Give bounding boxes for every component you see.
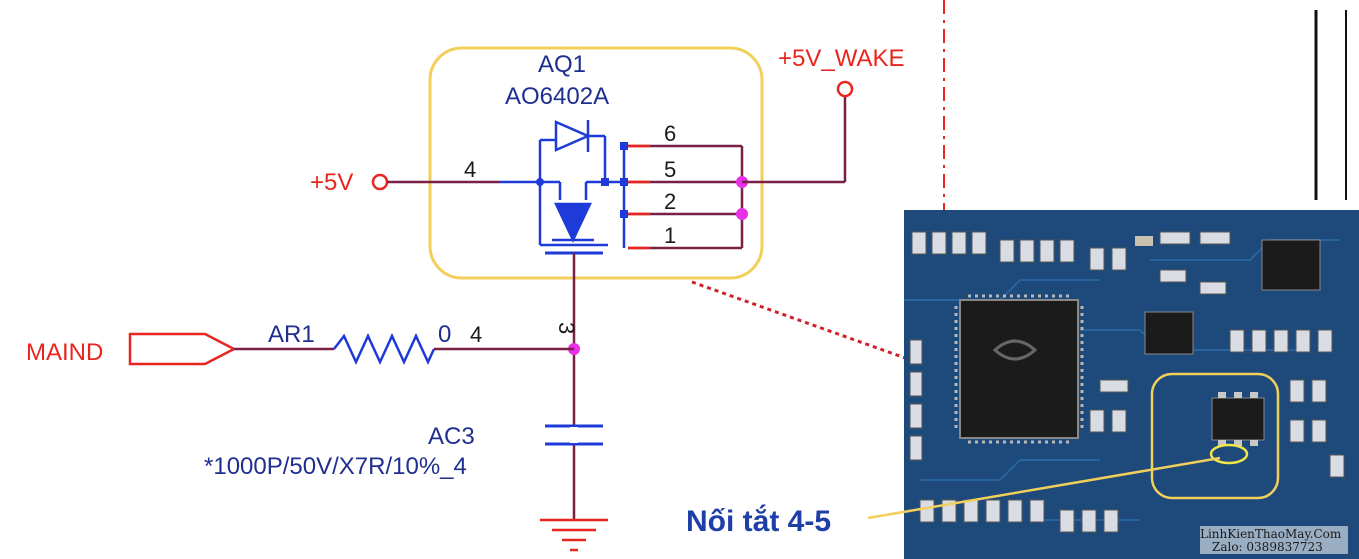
watermark-box bbox=[1200, 526, 1348, 554]
resistor-ar1 bbox=[333, 333, 436, 365]
resistor-ref: AR1 bbox=[268, 321, 315, 348]
pin-5-label: 5 bbox=[664, 157, 676, 182]
pin-1-label: 1 bbox=[664, 223, 676, 248]
net-label-5v: +5V bbox=[310, 169, 353, 196]
watermark-line1: LinhKienThaoMay.Com bbox=[1200, 527, 1342, 541]
capacitor-ref: AC3 bbox=[428, 423, 475, 450]
ground-symbol bbox=[540, 518, 608, 552]
capacitor-value: *1000P/50V/X7R/10%_4 bbox=[204, 453, 467, 480]
transistor-part: AO6402A bbox=[505, 83, 609, 110]
pin-6-label: 6 bbox=[664, 121, 676, 146]
note-pointer bbox=[867, 456, 1221, 520]
net-label-5v-wake: +5V_WAKE bbox=[778, 45, 905, 72]
short-point-ellipse bbox=[1209, 443, 1249, 465]
pin-2-label: 2 bbox=[664, 189, 676, 214]
pcb-photo bbox=[904, 210, 1359, 559]
junction-gate-4 bbox=[536, 178, 544, 186]
transistor-highlight-box bbox=[428, 46, 764, 280]
pin-bus bbox=[620, 142, 744, 250]
watermark-line2: Zalo: 0389837723 bbox=[1212, 540, 1323, 554]
transistor-ref: AQ1 bbox=[538, 51, 586, 78]
mosfet-symbol bbox=[538, 120, 608, 255]
resistor-value: 0 bbox=[438, 321, 451, 348]
net-5v-wake-terminal bbox=[836, 80, 854, 98]
junction-2 bbox=[736, 208, 748, 220]
net-label-maind: MAIND bbox=[26, 339, 103, 366]
net-5v-terminal bbox=[371, 173, 389, 191]
pin-3-label: 3 bbox=[554, 322, 579, 334]
note-short-4-5: Nối tắt 4-5 bbox=[686, 504, 831, 538]
resistor-suffix: 4 bbox=[470, 322, 482, 347]
pin-4-label: 4 bbox=[464, 157, 476, 182]
cap-gap bbox=[570, 427, 578, 443]
maind-port bbox=[128, 332, 237, 366]
